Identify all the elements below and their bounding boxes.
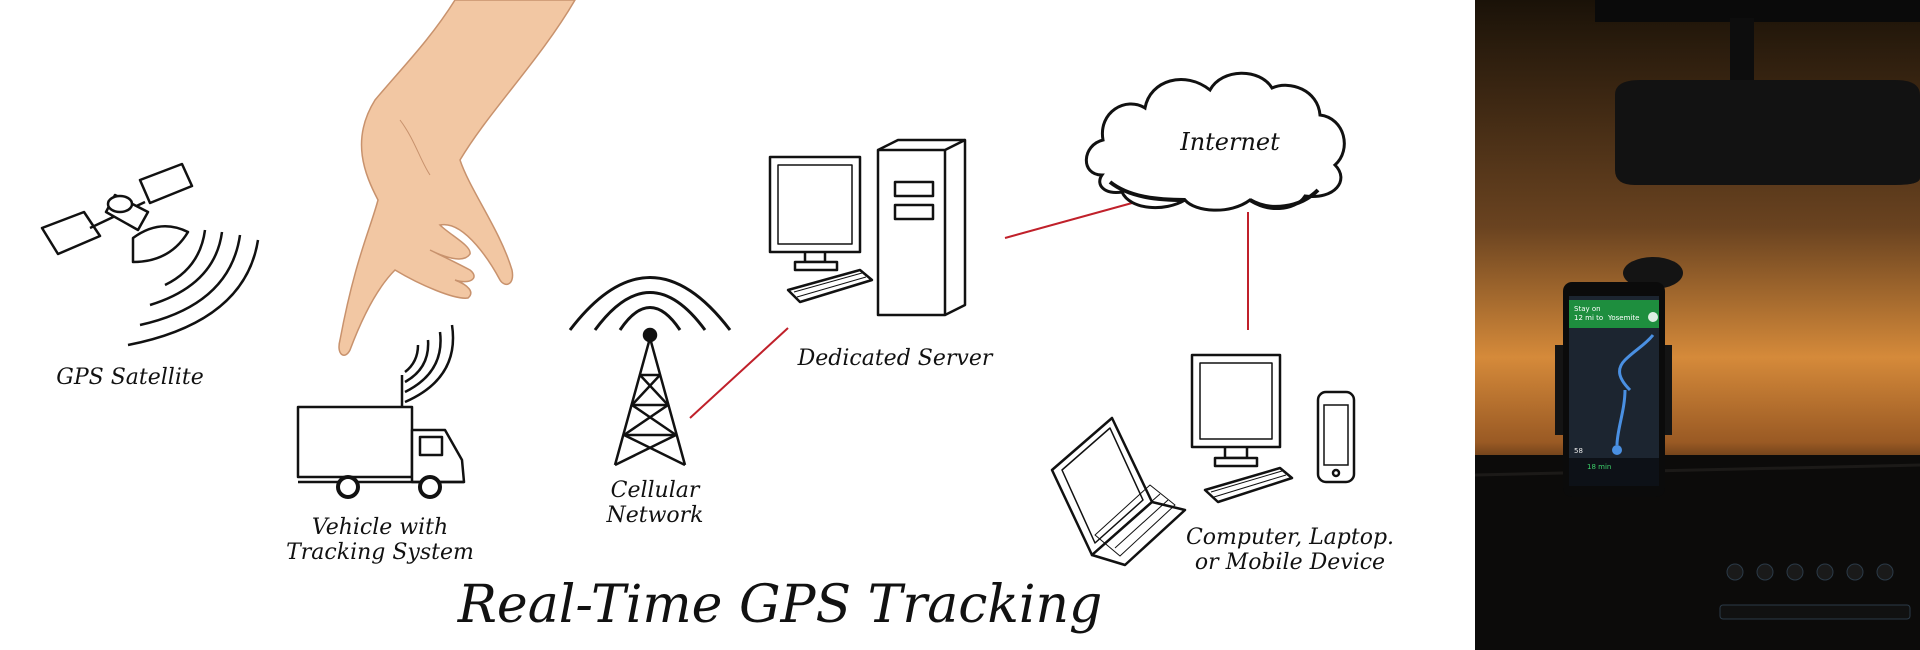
route-line — [1618, 334, 1655, 392]
cellular-label: Cellular Network — [575, 478, 735, 528]
cloud-icon — [1084, 71, 1346, 212]
vehicle-label: Vehicle with Tracking System — [270, 515, 490, 565]
speed-readout: 58 — [1574, 447, 1583, 455]
laptop-icon — [1050, 416, 1187, 567]
diagram-canvas — [40, 0, 1356, 567]
devices-label: Computer, Laptop. or Mobile Device — [1150, 525, 1430, 575]
diagram-panel: GPS Satellite Vehicle with Tracking Syst… — [40, 0, 1430, 635]
connector-tower-server — [689, 327, 789, 419]
satellite-icon — [40, 162, 260, 347]
server-label: Dedicated Server — [797, 346, 993, 371]
vehicle-icon — [296, 324, 466, 499]
diagram-title: Real-Time GPS Tracking — [457, 575, 1103, 635]
gps-satellite-label: GPS Satellite — [56, 365, 204, 390]
rearview-mirror — [1595, 0, 1920, 185]
cellular-label-line1: Cellular — [610, 478, 700, 503]
vehicle-label-line2: Tracking System — [286, 540, 474, 565]
smartphone — [1563, 282, 1665, 497]
server-icon — [768, 138, 967, 317]
devices-label-line1: Computer, Laptop. — [1185, 525, 1395, 550]
vehicle-label-line1: Vehicle with — [311, 515, 449, 540]
dashboard — [1475, 455, 1920, 650]
nav-banner-destination: Yosemite — [1608, 314, 1640, 322]
devices-label-line2: or Mobile Device — [1194, 550, 1386, 575]
desktop-icon — [1190, 353, 1294, 504]
internet-label: Internet — [1180, 128, 1280, 156]
cell-tower-icon — [568, 276, 732, 467]
nav-banner — [1569, 300, 1659, 328]
dashboard-buttons — [1719, 563, 1911, 620]
nav-banner-line2: 12 mi to — [1574, 314, 1604, 322]
mobile-icon — [1316, 390, 1356, 484]
dashboard-photo: Stay on 12 mi to Yosemite 58 18 min — [1474, 0, 1920, 650]
hand-icon — [338, 0, 576, 356]
connectors — [689, 199, 1249, 419]
location-marker — [1612, 445, 1622, 455]
photo-canvas — [1474, 0, 1920, 650]
cellular-label-line2: Network — [606, 503, 704, 528]
connector-server-internet — [1004, 199, 1144, 239]
eta-readout: 18 min — [1587, 463, 1612, 471]
nav-banner-line1: Stay on — [1574, 305, 1601, 313]
